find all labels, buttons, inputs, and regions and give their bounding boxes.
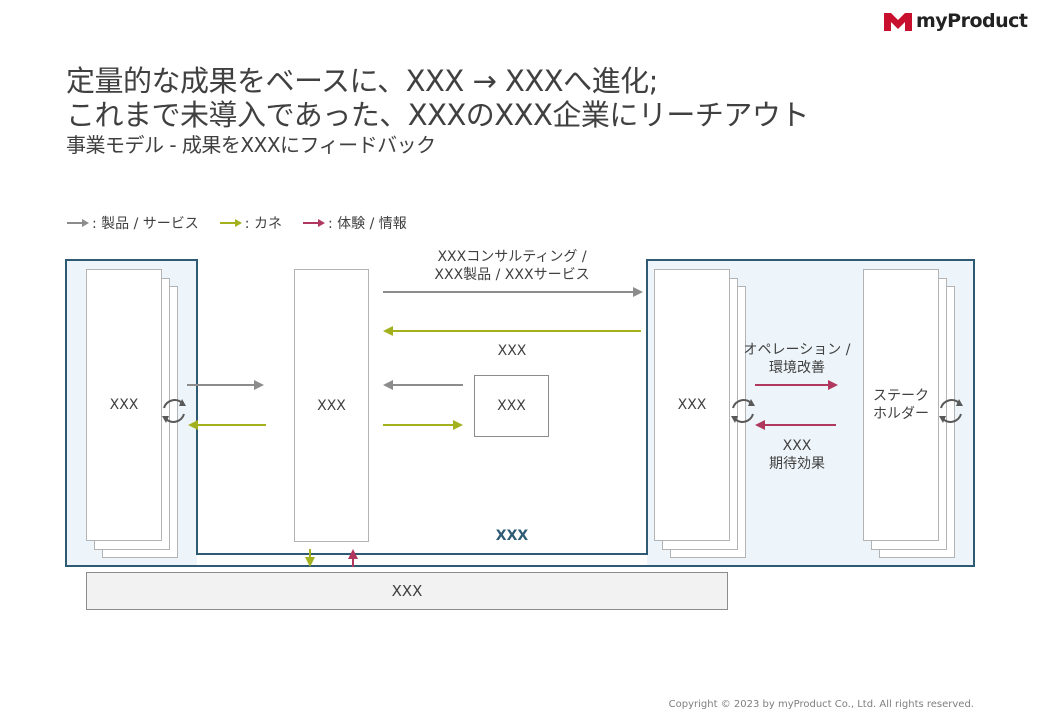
red-arrow-icon xyxy=(302,219,325,227)
legend-product-label: : 製品 / サービス xyxy=(92,216,199,232)
small-node-label: XXX xyxy=(497,398,526,414)
effect-label: XXX 期待効果 xyxy=(745,437,849,473)
gray-arrow-icon xyxy=(67,219,89,227)
page-subtitle: 事業モデル - 成果をXXXにフィードバック xyxy=(66,133,436,157)
left-node-label: XXX xyxy=(109,397,139,413)
right-node: XXX xyxy=(654,269,730,541)
left-node: XXX xyxy=(86,269,162,541)
top-arrow-label-line-1: XXXコンサルティング / xyxy=(437,249,587,265)
copyright: Copyright © 2023 by myProduct Co., Ltd. … xyxy=(668,699,974,710)
operations-label-line-2: 環境改善 xyxy=(769,360,825,376)
center-node-label: XXX xyxy=(317,397,346,414)
cycle-icon-left xyxy=(162,399,186,423)
center-node: XXX xyxy=(294,269,369,542)
legend: : 製品 / サービス : カネ : 体験 / 情報 xyxy=(66,213,427,233)
region-outline xyxy=(65,259,975,567)
legend-item-money: : カネ xyxy=(219,213,282,233)
title-line-1: 定量的な成果をベースに、XXX → XXXへ進化; xyxy=(66,64,658,98)
top-arrow-label: XXXコンサルティング / XXX製品 / XXXサービス xyxy=(400,248,624,284)
brand-name: myProduct xyxy=(916,10,1028,32)
effect-label-line-1: XXX xyxy=(782,438,812,454)
legend-item-product: : 製品 / サービス xyxy=(66,213,199,233)
cycle-icon-stakeholder xyxy=(939,399,963,423)
top-arrow-label-line-2: XXX製品 / XXXサービス xyxy=(434,267,590,283)
bottom-bar: XXX xyxy=(86,572,728,610)
effect-label-line-2: 期待効果 xyxy=(769,456,825,472)
small-node: XXX xyxy=(474,375,549,437)
stakeholder-label-line-2: ホルダー xyxy=(873,406,929,422)
legend-money-label: : カネ xyxy=(244,216,282,232)
operations-label: オペレーション / 環境改善 xyxy=(738,341,856,377)
bracket-label: XXX xyxy=(495,528,529,544)
stakeholder-node: ステーク ホルダー xyxy=(863,269,939,541)
operations-label-line-1: オペレーション / xyxy=(743,342,851,358)
green-arrow-icon xyxy=(219,219,242,227)
legend-experience-label: : 体験 / 情報 xyxy=(327,216,407,232)
brand-logo: myProduct xyxy=(884,8,1028,34)
stakeholder-label-line-1: ステーク xyxy=(873,388,929,404)
cycle-icon-right xyxy=(731,399,755,423)
title-line-2: これまで未導入であった、XXXのXXX企業にリーチアウト xyxy=(66,98,809,132)
brand-mark-icon xyxy=(884,13,912,31)
middle-label: XXX xyxy=(497,343,527,359)
right-node-label: XXX xyxy=(677,397,707,413)
legend-item-experience: : 体験 / 情報 xyxy=(302,213,407,233)
page-title: 定量的な成果をベースに、XXX → XXXへ進化; これまで未導入であった、XX… xyxy=(66,64,809,132)
